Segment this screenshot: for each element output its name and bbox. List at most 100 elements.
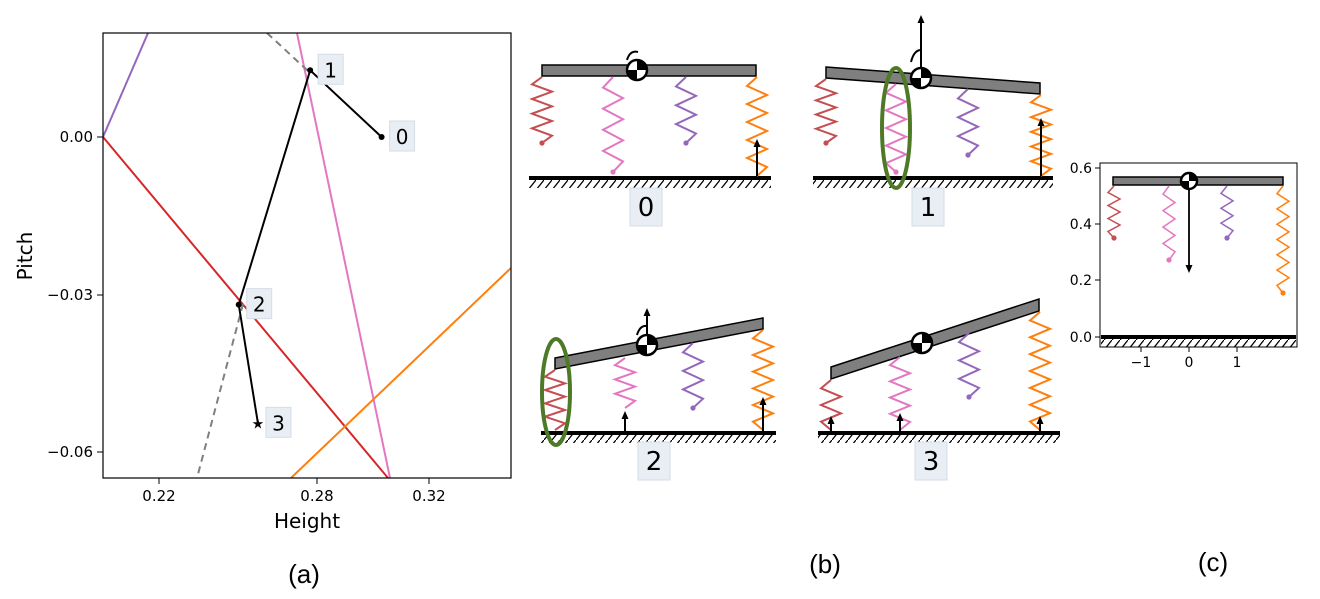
c-xtick-1: 0 (1185, 355, 1194, 371)
force-arrow-3c (1036, 416, 1044, 431)
plot-c-frame (1099, 162, 1298, 348)
frame-label-0: 0 (629, 187, 663, 227)
svg-text:1: 1 (324, 58, 337, 82)
center-of-mass-3 (910, 331, 934, 355)
force-arrow-2a (621, 411, 629, 431)
foot-pink-c (1166, 257, 1172, 263)
c-xtick-2: 1 (1233, 355, 1242, 371)
ground-0 (529, 176, 771, 188)
ytick-1: −0.03 (47, 286, 93, 304)
initial-state-plot: 0.6 0.4 0.2 0.0 −1 0 1 (c) (1070, 161, 1298, 577)
dashed-trajectory-upper (266, 33, 309, 72)
force-arrow-0 (753, 139, 761, 176)
point-label-1: 1 (317, 53, 344, 85)
force-arrow-3b (896, 413, 904, 431)
highlight-ellipse-frame-1 (880, 66, 912, 190)
beam-2 (554, 317, 764, 370)
point-marker-0 (378, 134, 385, 141)
spring-purple-1 (955, 88, 981, 156)
thrust-arrow-1 (917, 15, 925, 68)
foot-purple-0 (683, 140, 689, 146)
pitch-height-plot: 0 1 2 ★3 0.00 −0.03 −0.06 0.22 0.28 0.32 He… (13, 32, 512, 589)
foot-orange-c (1280, 290, 1286, 296)
frame-1 (813, 15, 1054, 188)
point-label-3: 3 (265, 406, 292, 438)
rotation-arrow-0 (626, 50, 639, 61)
beam-1 (825, 66, 1041, 95)
spring-orange-c (1275, 185, 1291, 294)
panel-label-a: (a) (288, 559, 320, 589)
svg-text:2: 2 (646, 447, 663, 477)
rotation-arrow-1 (910, 49, 922, 63)
frame-label-2: 2 (637, 441, 671, 481)
panel-label-b: (b) (809, 549, 841, 579)
foot-purple-c (1224, 235, 1230, 241)
svg-text:1: 1 (920, 193, 937, 223)
center-of-mass-0 (625, 58, 649, 82)
spring-red-2 (541, 369, 569, 431)
foot-purple-2 (690, 405, 696, 411)
orange-constraint-line (290, 267, 511, 478)
spring-purple-0 (673, 76, 699, 144)
plot-frame (102, 32, 512, 479)
force-arrow-3a (827, 416, 835, 431)
dashed-trajectory-lower (196, 303, 244, 478)
point-label-2: 2 (246, 288, 273, 320)
foot-red-1 (823, 140, 829, 146)
highlight-ellipse-frame-2 (540, 337, 572, 447)
end-star-marker: ★ (252, 416, 265, 432)
frame-3 (818, 297, 1060, 443)
spring-orange-0 (744, 76, 770, 177)
spring-red-3 (818, 379, 844, 431)
spring-pink-2 (612, 357, 638, 409)
frame-0 (529, 50, 771, 188)
frame-2 (541, 308, 776, 443)
beam-3 (830, 297, 1040, 381)
c-ytick-2: 0.2 (1070, 273, 1092, 289)
y-axis-label: Pitch (13, 232, 37, 281)
point-label-0: 0 (389, 120, 416, 152)
panel-label-c: (c) (1198, 547, 1228, 577)
point-marker-2 (235, 301, 242, 308)
spring-pink-1 (883, 83, 909, 173)
xtick-1: 0.28 (300, 487, 333, 505)
svg-text:0: 0 (396, 125, 409, 149)
rotation-arrow-2 (636, 324, 648, 336)
thrust-arrow-2 (643, 308, 651, 335)
point-marker-1 (307, 67, 314, 74)
ytick-0: 0.00 (60, 128, 93, 146)
gravity-arrow-c (1185, 185, 1193, 273)
spring-orange-3 (1027, 311, 1053, 431)
x-axis-label: Height (274, 509, 340, 533)
spring-frames: 0 1 2 3 (b) (529, 15, 1060, 579)
c-ytick-1: 0.4 (1070, 217, 1092, 233)
force-arrow-2b (759, 397, 767, 431)
red-constraint-line (103, 136, 389, 478)
svg-text:2: 2 (253, 293, 266, 317)
center-of-mass-1 (909, 66, 933, 90)
frame-label-1: 1 (911, 187, 945, 227)
ground-3 (818, 431, 1060, 443)
svg-text:3: 3 (923, 447, 940, 477)
xtick-0: 0.22 (142, 487, 175, 505)
ytick-2: −0.06 (47, 443, 93, 461)
center-of-mass-2 (635, 333, 659, 357)
foot-red-c (1111, 235, 1117, 241)
spring-purple-c (1219, 185, 1235, 239)
purple-constraint-line (103, 33, 149, 138)
frame-label-3: 3 (914, 441, 948, 481)
c-xtick-0: −1 (1131, 355, 1152, 371)
force-arrow-1 (1037, 118, 1045, 176)
spring-orange-2 (750, 329, 776, 431)
spring-purple-2 (680, 342, 706, 409)
spring-pink-c (1161, 185, 1177, 261)
center-of-mass-c (1179, 171, 1199, 191)
beam-0 (541, 64, 757, 77)
foot-red-0 (539, 140, 545, 146)
svg-text:0: 0 (638, 193, 655, 223)
ground-1 (813, 176, 1053, 188)
optimization-path (237, 68, 383, 424)
xtick-2: 0.32 (412, 487, 445, 505)
initial-state (1101, 171, 1296, 347)
c-ytick-3: 0.0 (1070, 330, 1092, 346)
